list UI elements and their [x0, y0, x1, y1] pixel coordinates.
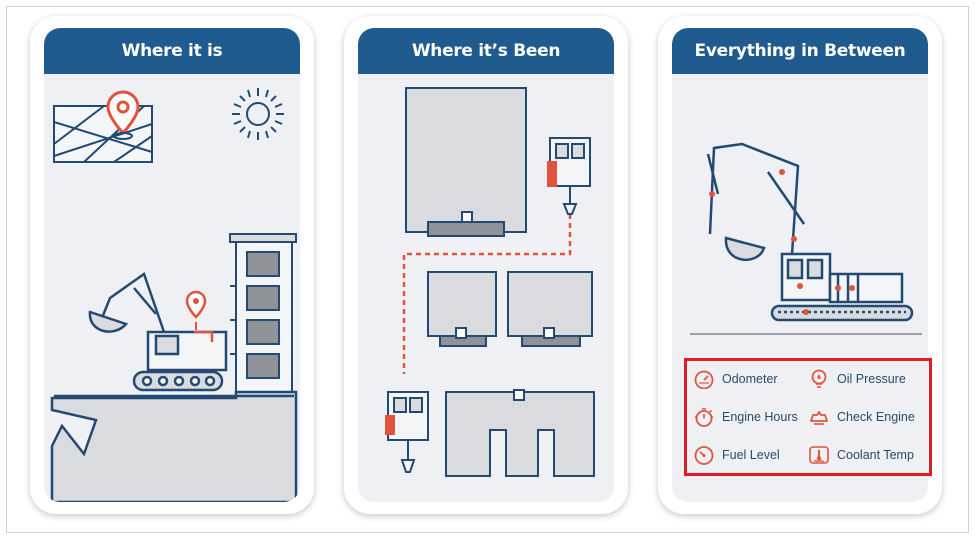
map-pin-icon	[106, 90, 140, 140]
metric-label: Oil Pressure	[837, 372, 906, 386]
metric-odometer: Odometer	[693, 369, 778, 389]
building-icon	[229, 233, 297, 397]
where-its-been-panel: Where it’s Been	[358, 28, 614, 502]
ground-terrain	[50, 390, 298, 502]
site-block	[427, 271, 497, 337]
excavator-top-view-icon	[385, 391, 429, 473]
metric-label: Fuel Level	[722, 448, 780, 462]
panel-title: Everything in Between	[694, 41, 906, 61]
engine-icon	[810, 411, 828, 425]
panel-title: Where it is	[121, 41, 223, 61]
excavator-icon	[88, 272, 228, 392]
where-it-is-header: Where it is	[44, 28, 300, 74]
thermometer-icon	[809, 446, 829, 464]
metric-coolant-temp: Coolant Temp	[808, 445, 914, 465]
telemetry-illustration	[706, 142, 914, 322]
where-its-been-card: Where it’s Been	[344, 16, 628, 514]
everything-in-between-panel: Everything in Between	[672, 28, 928, 502]
location-illustration	[50, 88, 298, 502]
where-it-is-card: Where it is	[30, 16, 314, 514]
metric-fuel-level: Fuel Level	[693, 445, 780, 465]
metric-label: Engine Hours	[722, 410, 798, 424]
everything-in-between-header: Everything in Between	[672, 28, 928, 74]
site-block	[507, 271, 593, 337]
panel-title: Where it’s Been	[411, 41, 561, 61]
map-pin-small-icon	[185, 290, 207, 330]
everything-in-between-card: Everything in Between	[658, 16, 942, 514]
metrics-highlight-box: Odometer Oil Pressure Engine Hours Check…	[684, 358, 932, 476]
fuel-gauge-icon	[694, 446, 714, 465]
history-illustration	[385, 87, 595, 477]
metric-engine-hours: Engine Hours	[693, 407, 798, 427]
sensor-dots	[709, 169, 855, 315]
metric-oil-pressure: Oil Pressure	[808, 369, 906, 389]
excavator-top-view-icon	[547, 137, 591, 215]
metric-label: Coolant Temp	[837, 448, 914, 462]
gauge-icon	[694, 370, 714, 389]
section-divider	[690, 333, 922, 335]
excavator-side-view-icon	[706, 142, 914, 322]
stopwatch-icon	[695, 408, 713, 427]
metric-label: Check Engine	[837, 410, 915, 424]
metric-check-engine: Check Engine	[808, 407, 915, 427]
site-block	[445, 391, 595, 477]
travel-route	[402, 214, 572, 374]
site-block	[405, 87, 527, 233]
where-its-been-header: Where it’s Been	[358, 28, 614, 74]
sun-icon	[232, 88, 284, 140]
where-it-is-panel: Where it is	[44, 28, 300, 502]
metric-label: Odometer	[722, 372, 778, 386]
oil-pressure-icon	[811, 369, 827, 388]
